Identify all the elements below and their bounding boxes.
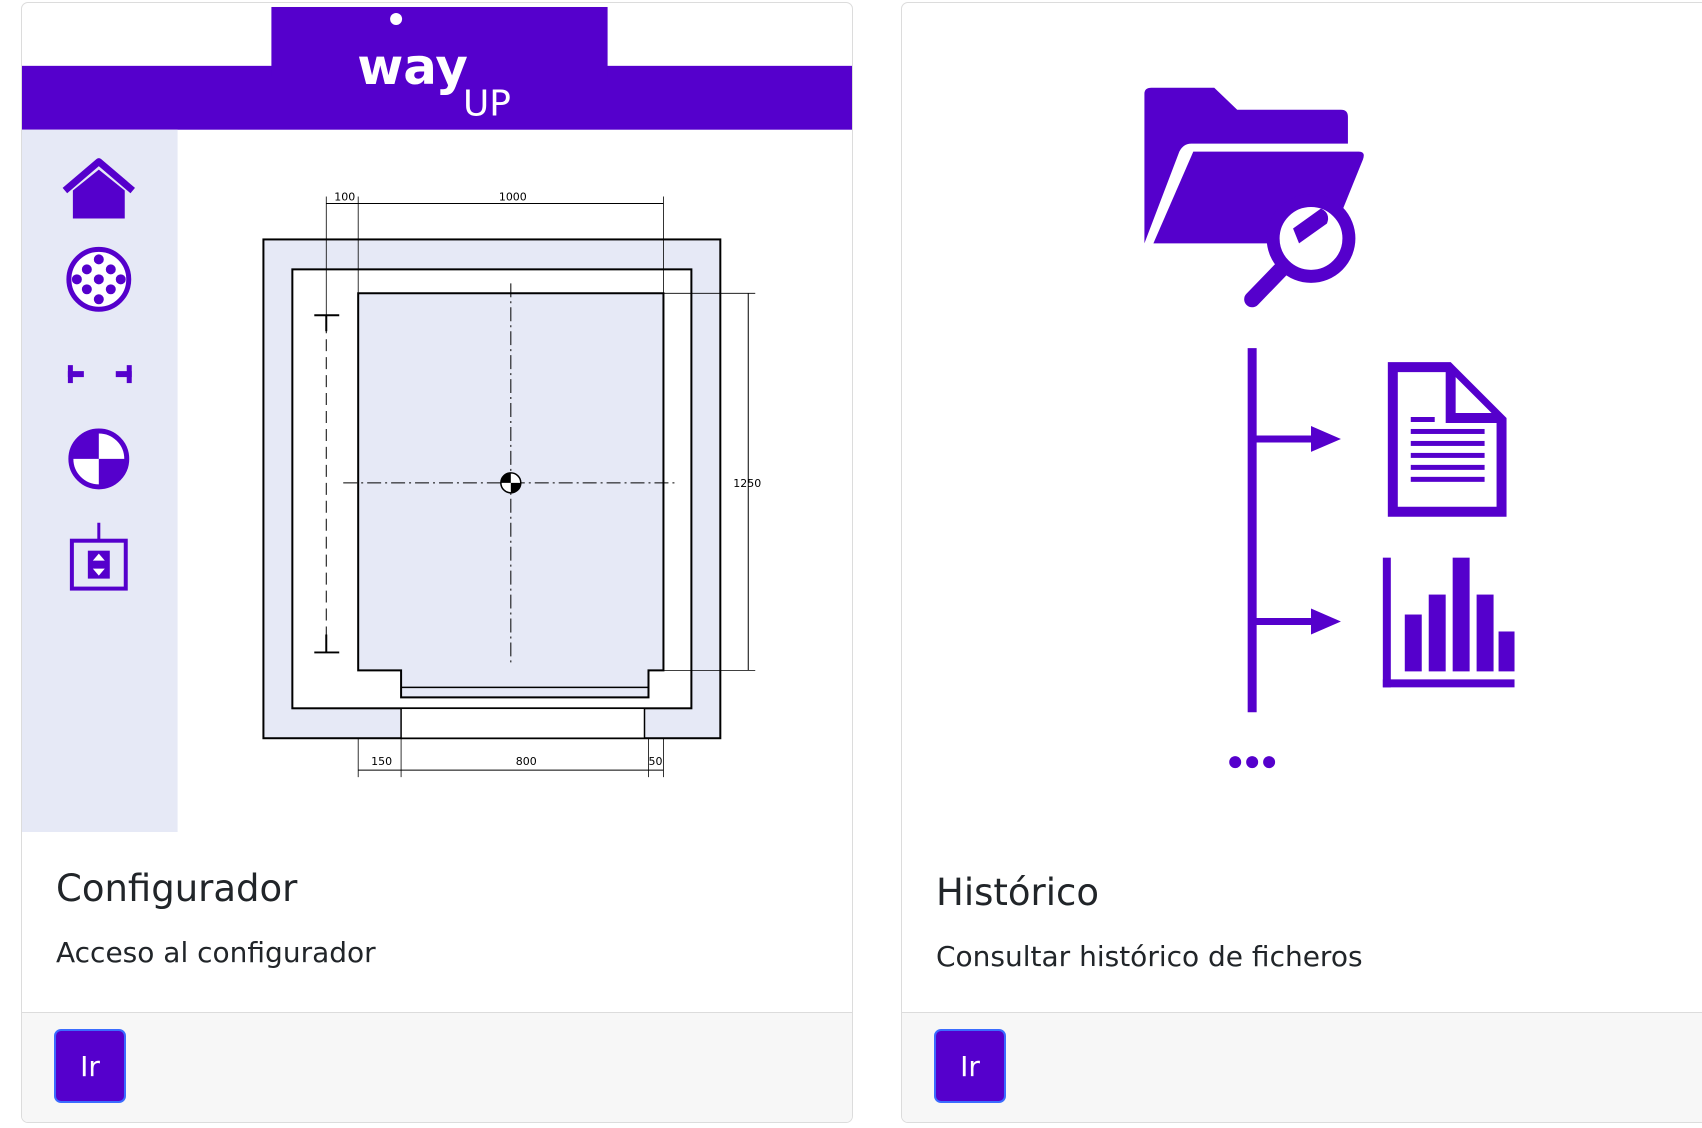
logo-main: way [357,38,468,96]
ellipsis-icon [1229,756,1276,769]
home-icon [62,158,135,219]
card-description: Acceso al configurador [56,936,376,969]
dimension-icon [67,365,132,384]
ir-button[interactable]: Ir [934,1029,1006,1103]
document-icon [1387,362,1507,517]
historico-image [1144,87,1515,769]
ir-button[interactable]: Ir [54,1029,126,1103]
card-footer: Ir [22,1012,852,1122]
folder-search-icon [1144,87,1364,308]
elevator-cabin-icon [69,522,128,591]
dim-label-bottom-left: 150 [371,755,392,768]
logo-tab [271,6,608,77]
card-title: Histórico [936,871,1099,914]
dim-label-bottom-right: 50 [648,755,662,768]
card-description: Consultar histórico de ficheros [936,940,1363,973]
tree-connector [1247,348,1341,713]
shaft-drawing [262,196,756,778]
dim-label-bottom: 800 [516,755,537,768]
dim-label-top: 1000 [499,191,527,204]
configurador-card: way UP [21,2,853,1123]
cable-bundle-icon [66,246,132,312]
historico-card: Histórico Consultar histórico de fichero… [901,2,1702,1123]
logo-dot [390,12,403,25]
card-title: Configurador [56,867,298,910]
logo-sub: UP [463,84,511,125]
configurador-image: way UP [22,6,852,833]
dim-label-top-left: 100 [334,191,355,204]
center-of-gravity-icon [68,428,130,490]
bar-chart-icon [1382,557,1515,688]
dim-label-right: 1250 [733,477,761,490]
card-footer: Ir [902,1012,1702,1122]
wayup-logo: way UP [357,12,511,125]
